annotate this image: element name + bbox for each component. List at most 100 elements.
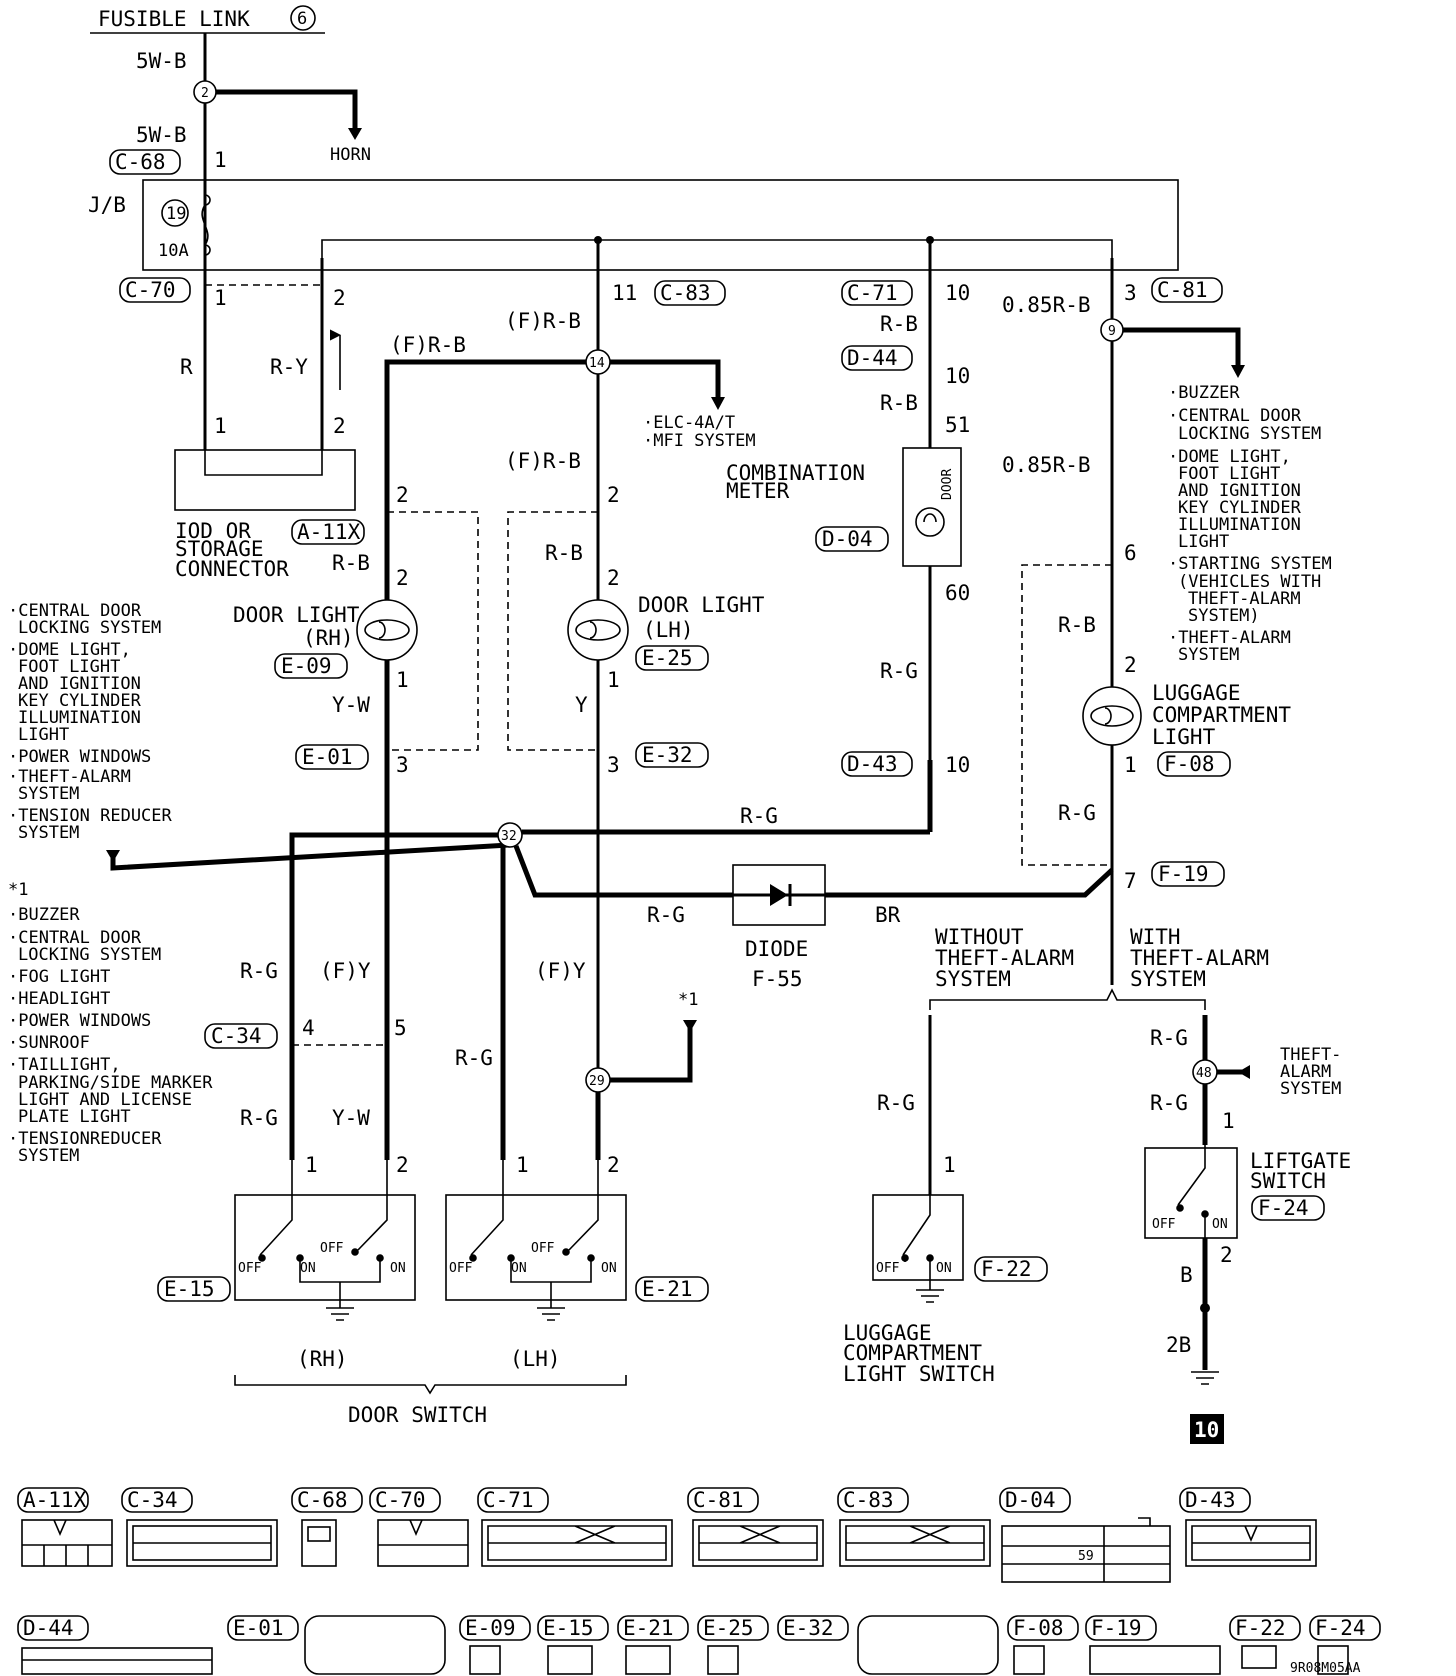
conn-c71-tag (841, 280, 913, 306)
conn-e15: E-15 (164, 1277, 215, 1301)
legend-c68: C-68 (297, 1488, 348, 1512)
wire-buzzer (1123, 327, 1241, 370)
door-indicator-lamp (915, 507, 945, 537)
right-note-0: ·BUZZER (1168, 383, 1240, 403)
pin-2-e15: 2 (396, 1153, 409, 1177)
conn-a11x-tag (291, 519, 365, 545)
wire-label-yw-1: Y-W (332, 693, 370, 717)
without-label-1: WITHOUT (935, 925, 1024, 949)
title-number: 6 (297, 9, 307, 29)
iod-connector (174, 449, 356, 511)
conn-c70: C-70 (125, 278, 176, 302)
legend-d04: D-04 (1005, 1488, 1056, 1512)
door-light-rh-lamp (356, 599, 418, 661)
lugsw-label-2: COMPARTMENT (843, 1341, 982, 1365)
wire-label-rb-lh: R-B (545, 541, 583, 565)
wire-rg-diode (513, 845, 733, 898)
conn-e32: E-32 (642, 743, 693, 767)
ground-label: 2B (1166, 1333, 1191, 1357)
conn-f08: F-08 (1164, 752, 1215, 776)
right-note-14: SYSTEM (1178, 645, 1239, 665)
right-note-12: SYSTEM) (1188, 606, 1260, 626)
doc-code: 9R08M05AA (1290, 1661, 1361, 1676)
conn-e09-tag (274, 653, 348, 679)
lugsw-contacts (901, 1195, 934, 1280)
conn-f08-tag (1157, 751, 1231, 777)
left-note-10: SYSTEM (18, 784, 79, 804)
right-note-3: ·DOME LIGHT, (1168, 447, 1291, 467)
diode-ref: F-55 (752, 967, 803, 991)
legend-c83: C-83 (843, 1488, 894, 1512)
ground-icon-lugsw (916, 1280, 944, 1303)
legend-f22: F-22 (1235, 1616, 1286, 1640)
combination-meter-label-1: COMBINATION (726, 461, 865, 485)
splice-32 (497, 822, 523, 848)
left-note-2: ·DOME LIGHT, (8, 640, 131, 660)
pin-1-c68: 1 (214, 148, 227, 172)
left-note-8: ·POWER WINDOWS (8, 747, 151, 767)
jb-label: J/B (88, 193, 126, 217)
ground-ref: 10 (1194, 1418, 1219, 1442)
pin-5-c34: 5 (394, 1016, 407, 1040)
star-note-10: PLATE LIGHT (18, 1107, 131, 1127)
legend-e21: E-21 (623, 1616, 674, 1640)
pin-6-lug: 6 (1124, 541, 1137, 565)
wire-star1 (610, 1020, 693, 1083)
jb-bus (321, 239, 1113, 258)
star-note-11: ·TENSIONREDUCER (8, 1129, 162, 1149)
switch-lh-contacts (469, 1160, 599, 1302)
splice-32-label: 32 (501, 829, 517, 844)
conn-c70-tag (119, 277, 191, 303)
star-note-7: ·TAILLIGHT, (8, 1055, 121, 1075)
conn-c34-tag (204, 1023, 278, 1049)
off-lh-2: OFF (531, 1241, 555, 1256)
star-note-3: ·FOG LIGHT (8, 967, 110, 987)
door-light-rh-label: DOOR LIGHT (233, 603, 360, 627)
pin-2-iod: 2 (333, 414, 346, 438)
pin-2-lh-lamp: 2 (607, 566, 620, 590)
pin-1-f22: 1 (943, 1153, 956, 1177)
left-note-9: ·THEFT-ALARM (8, 767, 131, 787)
left-note-12: SYSTEM (18, 823, 79, 843)
star-note-1: ·CENTRAL DOOR (8, 928, 142, 948)
legend-e09: E-09 (465, 1616, 516, 1640)
switch-rh-contacts (258, 1160, 388, 1302)
conn-c71: C-71 (847, 281, 898, 305)
conn-c68-tag (109, 149, 181, 175)
conn-f24: F-24 (1258, 1196, 1309, 1220)
wire-label-5wb-2: 5W-B (136, 123, 187, 147)
door-light-lh-label: DOOR LIGHT (638, 593, 765, 617)
on-rh-1: ON (300, 1261, 316, 1276)
ground-icon-rh (326, 1302, 354, 1321)
wire-label-rg-top: R-G (740, 804, 778, 828)
on-lugsw: ON (936, 1261, 952, 1276)
combination-meter (902, 447, 962, 567)
conn-c83-tag (654, 280, 726, 306)
conn-d04-tag (815, 526, 889, 552)
pin-1-iod: 1 (214, 414, 227, 438)
conn-d43: D-43 (847, 752, 898, 776)
pin-10-d43: 10 (945, 753, 970, 777)
wire-label-rg-c34: R-G (240, 959, 278, 983)
conn-e15-tag (157, 1276, 231, 1302)
wire-label-yw-2: Y-W (332, 1106, 370, 1130)
star-note-2: LOCKING SYSTEM (18, 945, 161, 965)
right-note-11: THEFT-ALARM (1188, 589, 1301, 609)
pin-10-d44: 10 (945, 364, 970, 388)
legend-a11x: A-11X (23, 1488, 87, 1512)
without-label-3: SYSTEM (935, 967, 1011, 991)
pin-4-c34: 4 (302, 1016, 315, 1040)
pin-2-e25: 2 (607, 483, 620, 507)
luggage-light-label-3: LIGHT (1152, 725, 1216, 749)
right-note-10: (VEHICLES WITH (1178, 572, 1321, 592)
wire-label-rg-lh: R-G (455, 1046, 493, 1070)
title-number-circle (290, 5, 316, 31)
wire-label-rg-diode: R-G (647, 903, 685, 927)
pin-2-lug: 2 (1124, 653, 1137, 677)
wire-label-b: B (1180, 1263, 1193, 1287)
legend-e01: E-01 (233, 1616, 284, 1640)
liftgate-label-2: SWITCH (1250, 1169, 1326, 1193)
conn-a11x: A-11X (297, 520, 361, 544)
pin-10-c71: 10 (945, 281, 970, 305)
fuse-number: 19 (166, 204, 186, 224)
